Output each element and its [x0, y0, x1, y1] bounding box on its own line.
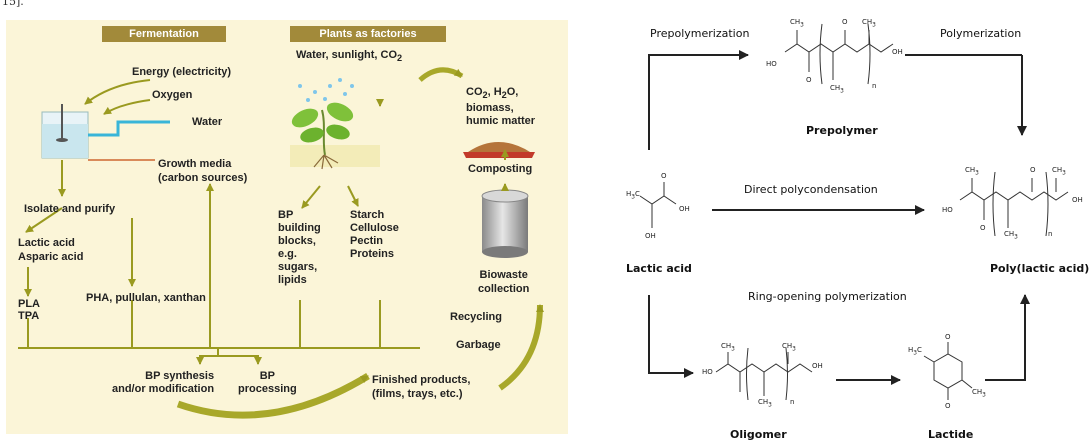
atom-ho-prepolymer: HO — [766, 60, 777, 68]
atom-oh-lactic: OH — [679, 205, 690, 213]
atom-ch3-prepolymer-2: CH3 — [862, 18, 876, 29]
atom-oh-oligomer: OH — [812, 362, 823, 370]
label-water-sunlight: Water, sunlight, CO2 — [296, 49, 403, 64]
label-ring-opening: Ring-opening polymerization — [748, 290, 907, 303]
polylactic-structure — [959, 171, 1069, 237]
label-direct-polycondensation: Direct polycondensation — [744, 183, 878, 196]
right-flow-arrows — [648, 50, 1030, 385]
atom-n-prepolymer: n — [872, 82, 877, 90]
atom-ch3-pla-3: CH3 — [1004, 230, 1018, 241]
label-finished-products: Finished products, (films, trays, etc.) — [372, 374, 471, 400]
label-polymerization: Polymerization — [940, 27, 1022, 40]
atom-h3c-lactide: H3C — [908, 346, 922, 357]
process-curve-arrow — [176, 373, 370, 419]
label-recycling: Recycling — [450, 311, 502, 323]
atom-o-lactide-2: O — [945, 402, 951, 410]
atom-ch3-oligomer-2: CH3 — [782, 342, 796, 353]
atom-ch3-prepolymer-1: CH3 — [790, 18, 804, 29]
left-panel-background — [6, 20, 568, 434]
fermenter-icon — [41, 104, 89, 159]
label-lactic-asparic: Lactic acid Asparic acid — [18, 237, 84, 263]
label-bp-synthesis: BP synthesis and/or modification — [112, 370, 215, 395]
atom-o-pla: O — [1030, 166, 1036, 174]
lactide-structure — [923, 342, 973, 400]
label-pha: PHA, pullulan, xanthan — [86, 292, 206, 304]
left-flow-arrows — [24, 79, 509, 312]
atom-o-lactide-1: O — [945, 333, 951, 341]
atom-ch3-lactide: CH3 — [972, 388, 986, 399]
label-growth-media: Growth media (carbon sources) — [158, 158, 248, 184]
text-fragment: 15]. — [2, 0, 24, 8]
label-poly-lactic-acid: Poly(lactic acid) — [990, 262, 1090, 275]
prepolymer-structure — [784, 23, 894, 85]
label-oligomer: Oligomer — [730, 428, 787, 441]
atom-n-oligomer: n — [790, 398, 795, 406]
atom-oh-pla: OH — [1072, 196, 1083, 204]
label-prepolymerization: Prepolymerization — [650, 27, 750, 40]
atom-oh-prepolymer: OH — [892, 48, 903, 56]
atom-o-pla-2: O — [980, 224, 986, 232]
label-lactide: Lactide — [928, 428, 974, 441]
label-oxygen: Oxygen — [152, 89, 193, 101]
label-garbage: Garbage — [456, 339, 501, 351]
compost-icon — [463, 142, 535, 158]
label-composting: Composting — [468, 163, 533, 175]
atom-n-pla: n — [1048, 230, 1053, 238]
water-droplets — [298, 78, 354, 102]
label-starch-list: Starch Cellulose Pectin Proteins — [350, 209, 399, 260]
atom-ch3-oligomer-3: CH3 — [758, 398, 772, 409]
atom-ch3-prepolymer-3: CH3 — [830, 84, 844, 95]
water-pipe — [88, 120, 170, 137]
label-biowaste: Biowaste collection — [478, 269, 530, 295]
atom-o-prepolymer: O — [842, 18, 848, 26]
atom-o-lactic: O — [661, 172, 667, 180]
recycle-curve-arrow — [498, 304, 544, 391]
label-co2-outputs: CO2, H2O, biomass, humic matter — [466, 86, 536, 128]
label-pla-tpa: PLA TPA — [18, 298, 40, 322]
label-lactic-acid: Lactic acid — [626, 262, 692, 275]
plants-header: Plants as factories — [290, 26, 446, 42]
label-bp-building-blocks: BP building blocks, e.g. sugars, lipids — [278, 209, 321, 286]
label-isolate: Isolate and purify — [24, 203, 116, 215]
plant-icon — [290, 102, 380, 170]
label-bp-processing: BP processing — [238, 370, 297, 395]
label-water: Water — [192, 116, 223, 128]
atom-ch3-oligomer-1: CH3 — [721, 342, 735, 353]
atom-ch3-pla-1: CH3 — [965, 166, 979, 177]
atom-h3c-lactic: H3C — [626, 190, 640, 201]
biowaste-bin-icon — [481, 189, 529, 258]
fermentation-header: Fermentation — [102, 26, 226, 42]
collector-line — [18, 300, 420, 365]
label-energy: Energy (electricity) — [132, 66, 232, 78]
co2-curve-arrow — [418, 67, 464, 82]
atom-ch3-pla-2: CH3 — [1052, 166, 1066, 177]
atom-ho-pla: HO — [942, 206, 953, 214]
atom-o-prepolymer-2: O — [806, 76, 812, 84]
atom-oh-lactic-2: OH — [645, 232, 656, 240]
lactic-acid-structure — [639, 182, 677, 228]
label-prepolymer: Prepolymer — [806, 124, 878, 137]
oligomer-structure — [715, 347, 813, 401]
atom-ho-oligomer: HO — [702, 368, 713, 376]
